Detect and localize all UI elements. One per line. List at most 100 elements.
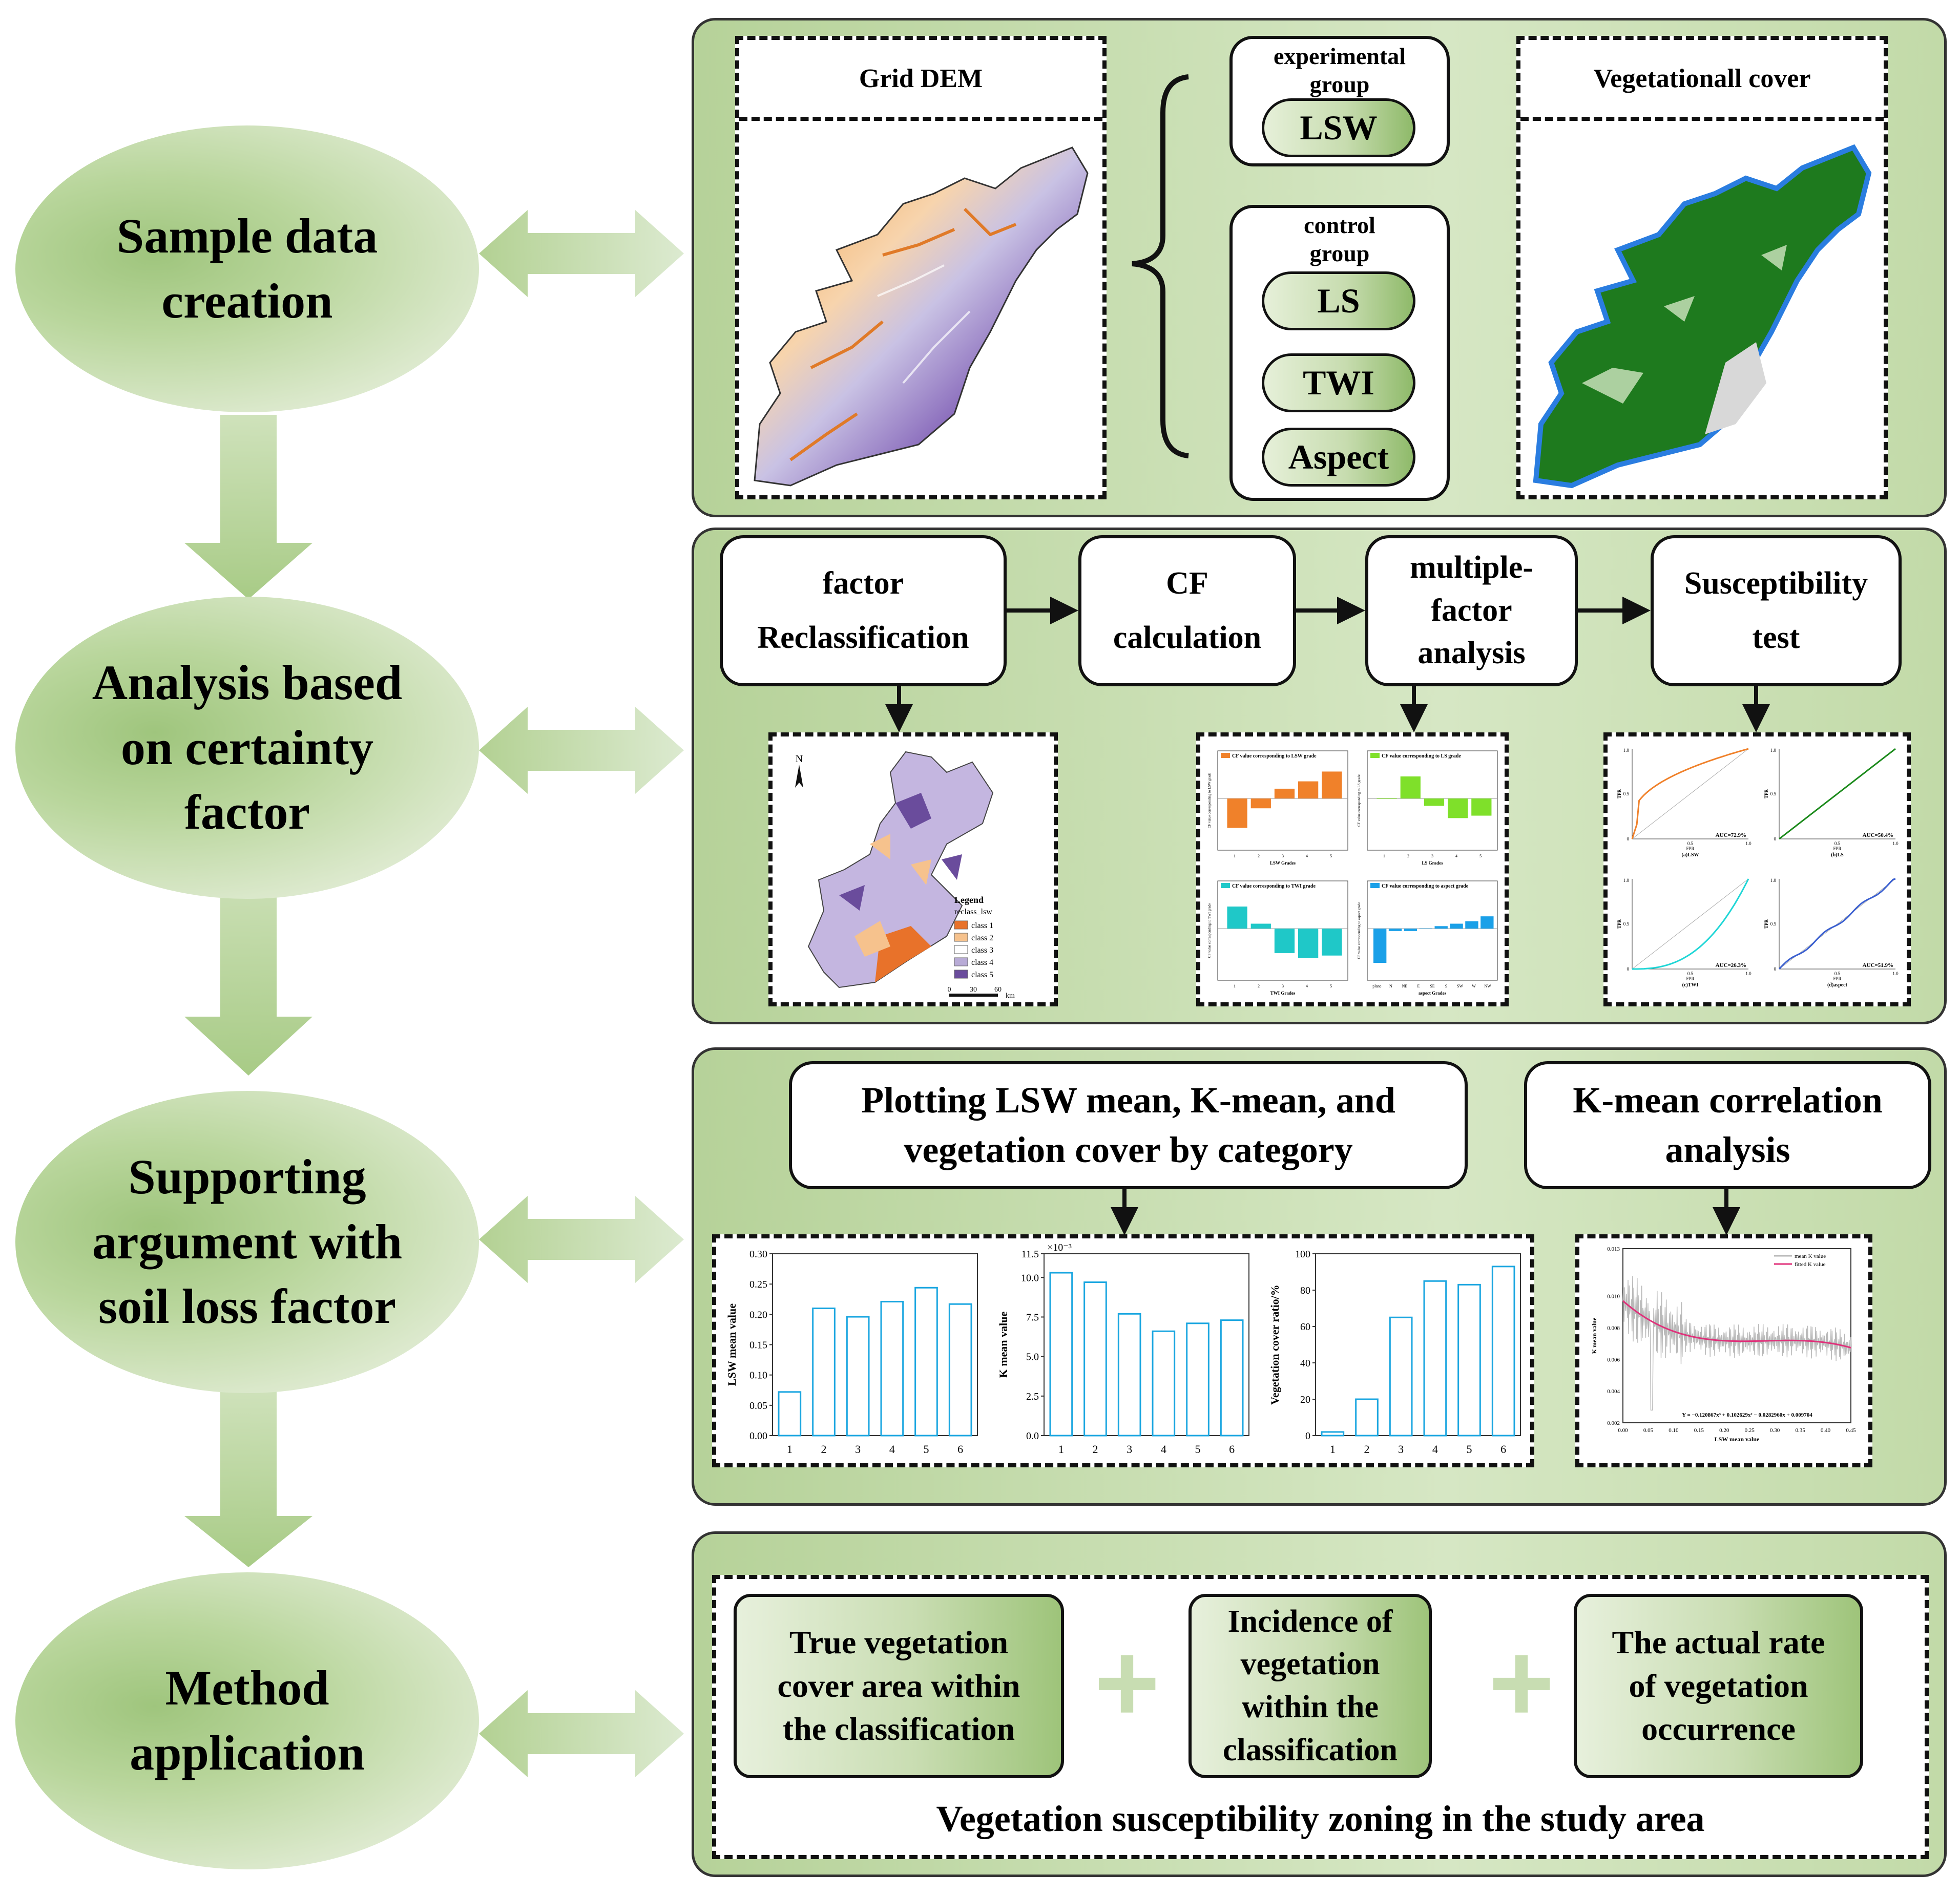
cf-ylabel: CF value corresponding to LSW grade bbox=[1207, 773, 1212, 828]
cf-xlabel: TWI Grades bbox=[1270, 991, 1296, 996]
cf-bar bbox=[1424, 798, 1445, 806]
x-tick-label: 0.05 bbox=[1643, 1427, 1654, 1434]
y-tick-label: 0.0 bbox=[1026, 1430, 1039, 1442]
method-item-label: The actual rate of vegetation occurrence bbox=[1612, 1624, 1825, 1747]
cf-bar bbox=[1404, 929, 1417, 931]
roc-auc: AUC=72.9% bbox=[1716, 832, 1746, 838]
bar bbox=[1423, 1280, 1447, 1437]
stage-label: Supporting argument with soil loss facto… bbox=[92, 1149, 403, 1334]
bar bbox=[1117, 1313, 1141, 1437]
stage-soil-loss-factor: Supporting argument with soil loss facto… bbox=[15, 1091, 479, 1393]
cf-tick-label: 4 bbox=[1306, 984, 1308, 988]
roc-tick: 1.0 bbox=[1623, 748, 1630, 753]
x-tick-label: 6 bbox=[957, 1443, 963, 1456]
bar bbox=[1355, 1398, 1379, 1437]
cf-chart: CF value corresponding to aspect grade pl… bbox=[1357, 880, 1498, 996]
roc-curve bbox=[1778, 878, 1896, 970]
cf-tick-label: 2 bbox=[1258, 984, 1260, 988]
y-axis-label: K mean value bbox=[1591, 1317, 1598, 1354]
legend-swatch bbox=[954, 933, 968, 942]
roc-xlabel: FPR bbox=[1833, 846, 1841, 851]
cf-bar bbox=[1471, 798, 1492, 816]
x-axis-label: LSW mean value bbox=[1715, 1436, 1760, 1443]
roc-ylabel: TPR bbox=[1764, 789, 1769, 798]
cf-tick-label: 5 bbox=[1330, 984, 1332, 988]
scale-unit: km bbox=[1006, 992, 1015, 998]
legend-title: Legend bbox=[954, 895, 984, 905]
chart-frame bbox=[1044, 1253, 1249, 1436]
pill-aspect: Aspect bbox=[1262, 428, 1415, 487]
bar bbox=[778, 1391, 802, 1437]
double-arrow-4 bbox=[479, 1690, 684, 1777]
roc-name: (a)LSW bbox=[1682, 852, 1699, 858]
veg-map bbox=[1533, 144, 1872, 489]
roc-tick: 0.5 bbox=[1770, 921, 1777, 927]
dem-title: Grid DEM bbox=[739, 40, 1102, 121]
x-tick-label: 1 bbox=[1330, 1443, 1336, 1456]
bar bbox=[812, 1308, 836, 1437]
roc-xlabel: FPR bbox=[1686, 846, 1694, 851]
plus-sign-1: + bbox=[1094, 1619, 1160, 1745]
roc-tick: 1.0 bbox=[1892, 841, 1899, 846]
cf-chart-title: CF value corresponding to TWI grade bbox=[1232, 883, 1316, 889]
chart-frame bbox=[772, 1253, 978, 1436]
x-tick-label: 0.00 bbox=[1618, 1427, 1628, 1434]
cf-tick-label: NE bbox=[1402, 984, 1408, 988]
bar bbox=[1186, 1322, 1210, 1437]
cf-chart-frame bbox=[1367, 750, 1498, 851]
fit-equation: Y = −0.120867x³ + 0.102629x² − 0.0282960… bbox=[1682, 1412, 1812, 1418]
dem-map bbox=[754, 146, 1089, 487]
roc-tick: 1.0 bbox=[1745, 841, 1752, 846]
cf-tick-label: 1 bbox=[1234, 854, 1236, 858]
cf-chart-title: CF value corresponding to LS grade bbox=[1382, 753, 1461, 759]
cf-chart-frame bbox=[1367, 880, 1498, 981]
method-item-actual-rate: The actual rate of vegetation occurrence bbox=[1574, 1594, 1863, 1778]
roc-tick: 0.5 bbox=[1687, 841, 1694, 846]
cf-tick-label: SE bbox=[1430, 984, 1434, 988]
y-multiplier: ×10⁻³ bbox=[1047, 1242, 1072, 1253]
bar bbox=[846, 1316, 870, 1437]
legend-subtitle: reclass_lsw bbox=[954, 908, 992, 916]
cf-bar bbox=[1227, 798, 1247, 828]
roc-curve bbox=[1779, 748, 1896, 840]
step-cf-calculation: CF calculation bbox=[1078, 535, 1296, 686]
roc-tick: 1.0 bbox=[1892, 971, 1899, 976]
roc-name: (b)LS bbox=[1831, 852, 1844, 858]
roc-tick: 0.5 bbox=[1834, 841, 1841, 846]
y-tick-label: 60 bbox=[1300, 1321, 1310, 1333]
y-tick-label: 0.05 bbox=[749, 1400, 767, 1412]
y-tick-label: 0.013 bbox=[1607, 1246, 1620, 1252]
roc-tick: 0 bbox=[1627, 836, 1630, 841]
x-tick-label: 3 bbox=[855, 1443, 861, 1456]
pill-twi: TWI bbox=[1262, 353, 1415, 412]
stage-label: Analysis based on certainty factor bbox=[92, 655, 403, 840]
roc-tick: 0.5 bbox=[1623, 921, 1630, 927]
cf-legend-swatch bbox=[1370, 753, 1380, 758]
legend-swatch bbox=[954, 957, 968, 966]
legend-label: fitted K value bbox=[1795, 1261, 1826, 1268]
double-arrow-2 bbox=[479, 707, 684, 794]
step-label: Susceptibility test bbox=[1684, 566, 1868, 655]
x-tick-label: 3 bbox=[1398, 1443, 1404, 1456]
roc-diagonal bbox=[1632, 878, 1749, 970]
cf-xlabel: aspect Grades bbox=[1419, 991, 1447, 996]
cf-bar bbox=[1298, 781, 1319, 799]
cf-bar bbox=[1377, 798, 1397, 799]
cf-tick-label: plane bbox=[1372, 984, 1382, 988]
cf-bar bbox=[1322, 929, 1342, 956]
x-tick-label: 4 bbox=[1161, 1443, 1166, 1456]
cf-ylabel: CF value corresponding to aspect grade bbox=[1357, 902, 1361, 959]
cf-tick-label: 4 bbox=[1306, 854, 1308, 858]
roc-auc: AUC=50.4% bbox=[1863, 832, 1893, 838]
y-axis-label: K mean value bbox=[997, 1311, 1010, 1378]
